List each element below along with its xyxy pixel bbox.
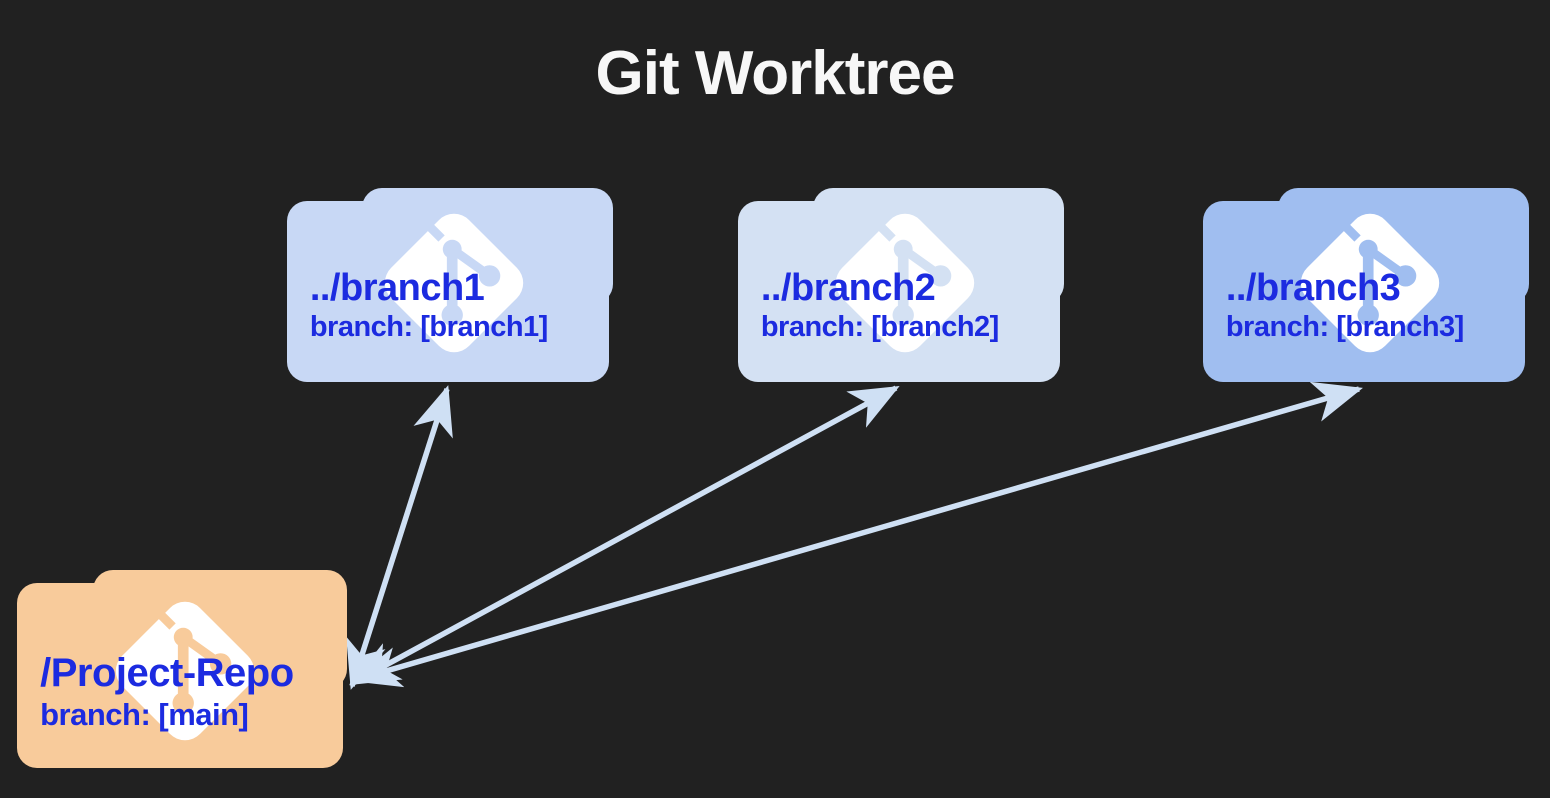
worktree-path-label: ../branch2 — [760, 266, 936, 309]
main-repo-branch-label: branch: [main] — [40, 697, 249, 733]
main-repo-folder: /Project-Repo branch: [main] — [17, 570, 347, 768]
worktree-branch-label: branch: [branch2] — [760, 311, 1000, 344]
git-logo-icon — [115, 601, 255, 741]
worktree-branch-label: branch: [branch1] — [309, 311, 549, 344]
arrow-main-to-branch3 — [351, 381, 1363, 688]
worktree-folder-branch1: ../branch1 branch: [branch1] — [287, 188, 613, 382]
git-logo-icon — [1301, 213, 1440, 353]
git-logo-icon — [836, 213, 975, 353]
worktree-folder-branch2: ../branch2 branch: [branch2] — [738, 188, 1064, 382]
diagram-title: Git Worktree — [595, 39, 956, 108]
worktree-branch-label: branch: [branch3] — [1225, 311, 1465, 344]
worktree-path-label: ../branch3 — [1225, 266, 1401, 309]
worktree-folder-branch3: ../branch3 branch: [branch3] — [1203, 188, 1529, 382]
worktree-path-label: ../branch1 — [309, 266, 485, 309]
main-repo-path-label: /Project-Repo — [40, 651, 294, 696]
git-logo-icon — [385, 213, 524, 353]
